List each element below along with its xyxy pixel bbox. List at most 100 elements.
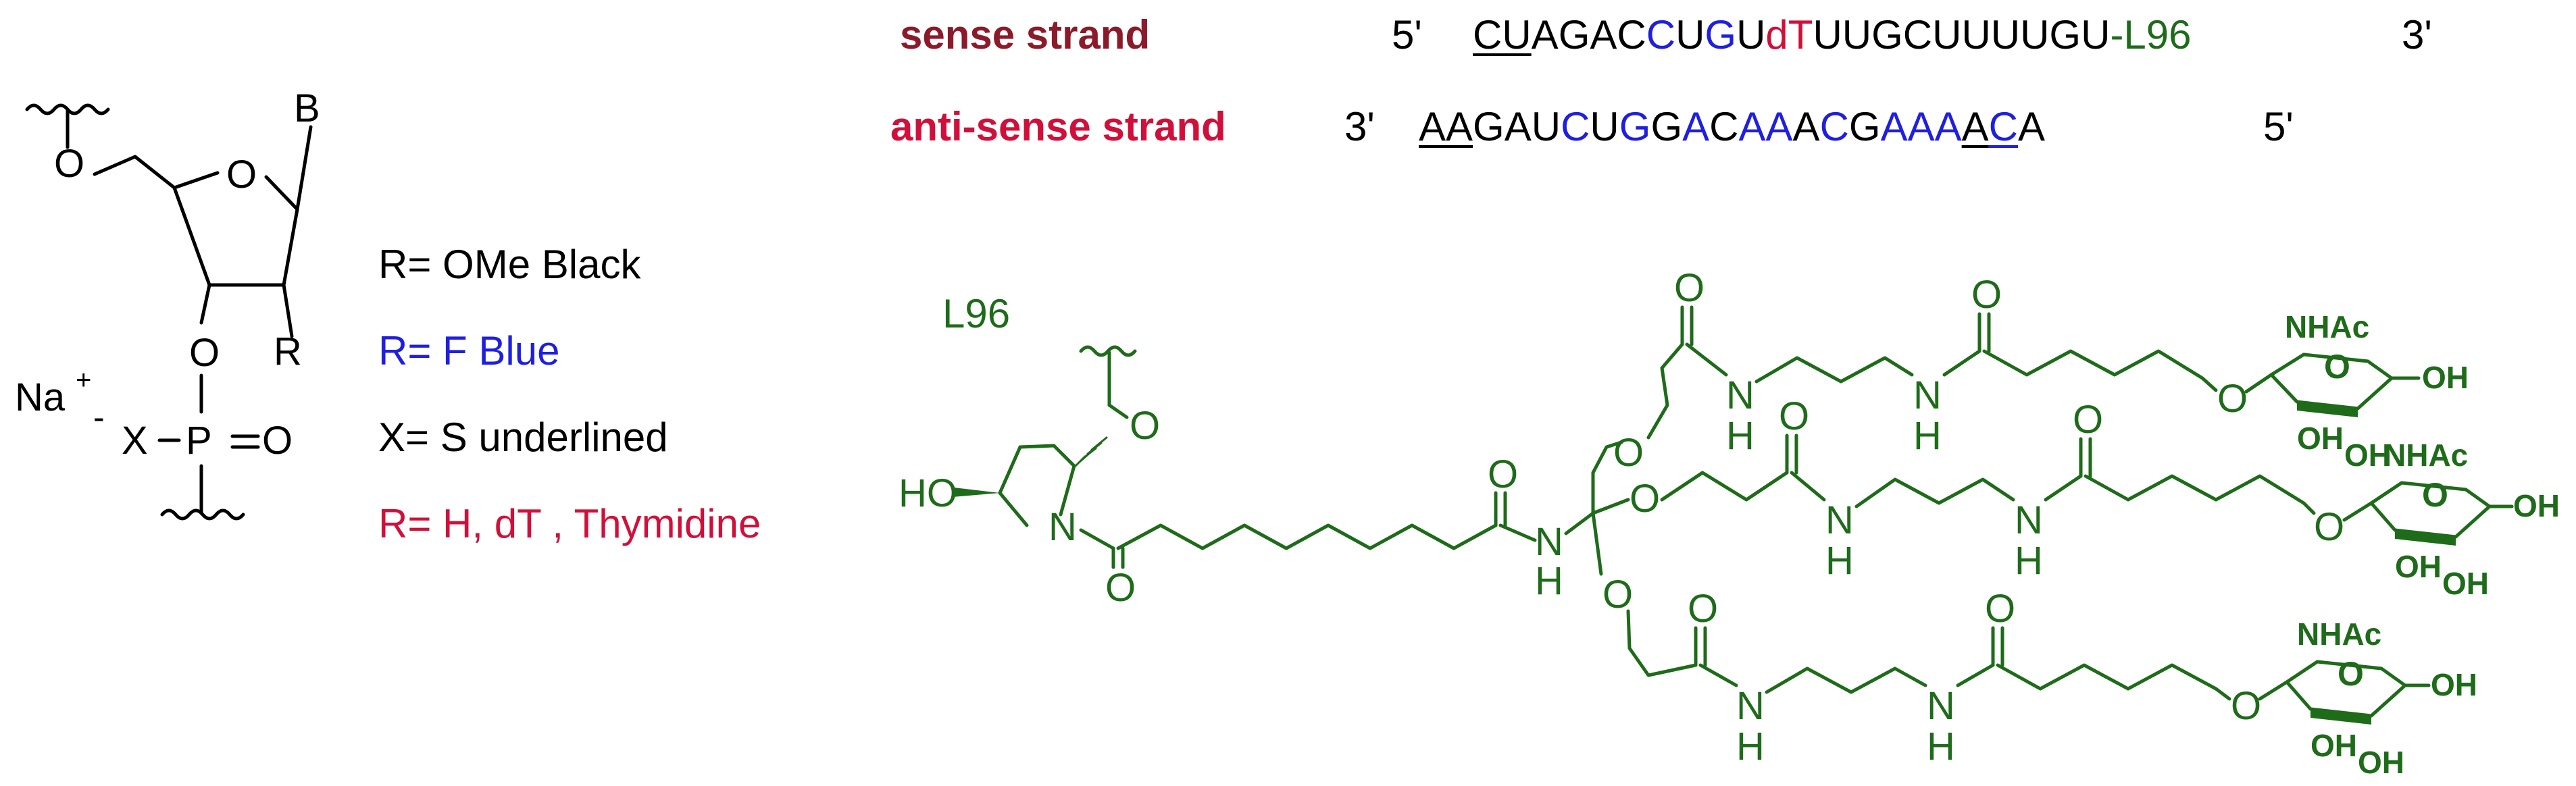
sense-segment: G <box>1704 12 1736 57</box>
sense-segment: CU <box>1473 12 1532 57</box>
arm-3-amide-n2: N <box>1927 684 1955 728</box>
arm-3-chain <box>1765 666 1927 694</box>
alkyl-chain <box>1116 523 1498 550</box>
legend-entry: R= H, dT , Thymidine <box>378 501 761 546</box>
arm-2-chain <box>1660 471 1789 502</box>
wedge-bond <box>953 488 1000 497</box>
oxygen-3prime-label: O <box>189 331 220 375</box>
galnac-3-oh-3: OH <box>2358 745 2404 780</box>
l96-title: L96 <box>942 291 1010 336</box>
galnac-2-oh-6: OH <box>2513 488 2560 523</box>
bond <box>1591 511 1603 576</box>
arm-2-glycoside-oxygen: O <box>2314 505 2344 549</box>
amide-hydrogen-label: H <box>1535 559 1563 603</box>
pyrrolidine-nitrogen-label: N <box>1049 505 1077 549</box>
sodium-charge-label: + <box>76 365 91 395</box>
sense-segment: AGAC <box>1532 12 1646 57</box>
antisense-segment: G <box>1619 104 1651 149</box>
galnac-2-nhac: NHAc <box>2383 438 2468 473</box>
arm-3-carbonyl-oxygen: O <box>1688 587 1718 631</box>
sense-strand-label: sense strand <box>900 12 1150 57</box>
sodium-label: Na <box>15 375 66 419</box>
galnac-ring-1-bold-edge <box>2297 402 2358 417</box>
galnac-1-ring-oxygen: O <box>2324 348 2350 386</box>
galnac-2-ring-oxygen: O <box>2422 476 2448 514</box>
galnac-ring-3-bold-edge <box>2310 709 2371 725</box>
galnac-1-oh-6: OH <box>2422 360 2469 395</box>
legend-entry: X= S underlined <box>378 415 668 460</box>
arm-2-amide-h: H <box>1825 539 1854 583</box>
arm-3-chain <box>1626 609 1698 677</box>
sense-segment: UUGCUUUUGU <box>1813 12 2110 57</box>
phosphate-oxygen-label: O <box>262 419 293 463</box>
bond <box>1564 511 1595 535</box>
antisense-segment: A <box>2018 104 2045 149</box>
arm-2-chain <box>2083 474 2316 515</box>
arm-2-amide-n2: N <box>2015 498 2043 542</box>
sense-segment: U <box>1675 12 1704 57</box>
arm-3-carbonyl-oxygen2: O <box>1985 587 2015 631</box>
antisense-segment: C <box>1709 104 1738 149</box>
bond <box>998 445 1022 495</box>
arm-3-chain <box>1996 663 2231 701</box>
arm-2-amide-n: N <box>1825 498 1854 542</box>
bond <box>295 125 313 211</box>
bond <box>998 491 1029 527</box>
antisense-strand-label: anti-sense strand <box>890 104 1226 149</box>
hashed-wedge-bond <box>1074 436 1108 467</box>
legend-entry: R= OMe Black <box>378 242 641 287</box>
nucleotide-monomer-structure: B O O O R P X O Na + - <box>15 86 320 521</box>
base-label: B <box>294 86 320 130</box>
arm-3-amide-n: N <box>1736 684 1765 728</box>
legend-entry: R= F Blue <box>378 328 559 373</box>
arm-2-chain <box>1854 477 2015 508</box>
carbonyl-oxygen-label: O <box>1105 566 1136 610</box>
bond <box>172 171 220 190</box>
hydroxyl-label: HO <box>899 471 957 515</box>
antisense-3prime-end: 3' <box>1344 104 1375 149</box>
arm-2-ether-oxygen: O <box>1630 477 1660 521</box>
antisense-segment: GAU <box>1473 104 1561 149</box>
x-group-label: X <box>122 419 148 463</box>
arm-1-amide-h2: H <box>1913 414 1942 458</box>
galnac-2-oh-3: OH <box>2442 566 2489 601</box>
sense-5prime-end: 5' <box>1392 12 1422 57</box>
antisense-segment: G <box>1650 104 1682 149</box>
arm-1-chain <box>1646 342 1684 440</box>
antisense-segment: A <box>1793 104 1820 149</box>
sirna-sequences: sense strand 5' CUAGACCUGUdTUUGCUUUUGU -… <box>890 12 2432 149</box>
antisense-segment: U <box>1590 104 1619 149</box>
antisense-5prime-end: 5' <box>2263 104 2294 149</box>
oxygen-5prime-label: O <box>54 142 84 186</box>
arm-1-chain <box>1982 349 2218 392</box>
bond <box>172 186 211 287</box>
antisense-segment: AA <box>1738 104 1792 149</box>
r-group-label: R <box>274 330 302 373</box>
antisense-segment: C <box>1820 104 1849 149</box>
arm-2-carbonyl-oxygen: O <box>1779 394 1809 438</box>
bond <box>1942 349 1981 377</box>
sense-linker-l96: -L96 <box>2110 12 2191 57</box>
sense-segment: U <box>1736 12 1765 57</box>
galnac-3-ring-oxygen: O <box>2338 655 2364 693</box>
antisense-segment: AA <box>1419 104 1473 149</box>
arm-1-carbonyl-oxygen2: O <box>1971 273 2002 317</box>
arm-3-amide-h: H <box>1736 725 1765 768</box>
galnac-1-nhac: NHAc <box>2285 309 2369 344</box>
bond <box>1079 528 1115 550</box>
bond <box>2044 474 2083 502</box>
bond <box>1698 663 1738 687</box>
l96-galnac-ligand: L96 O N HO O O N H <box>899 266 2560 780</box>
modification-legend: R= OMe Black R= F Blue X= S underlined R= H… <box>378 242 761 546</box>
arm-2-carbonyl-oxygen2: O <box>2073 398 2103 442</box>
bond <box>1591 498 1630 515</box>
arm-3-glycoside-oxygen: O <box>2231 684 2261 728</box>
bond <box>199 283 211 325</box>
arm-1-amide-n2: N <box>1913 373 1942 417</box>
antisense-segment: G <box>1849 104 1881 149</box>
bond <box>1059 464 1076 517</box>
antisense-segment: C <box>1989 104 2018 149</box>
bond <box>264 175 299 211</box>
phosphorus-label: P <box>186 419 212 463</box>
arm-1-ether-oxygen: O <box>1613 431 1644 475</box>
